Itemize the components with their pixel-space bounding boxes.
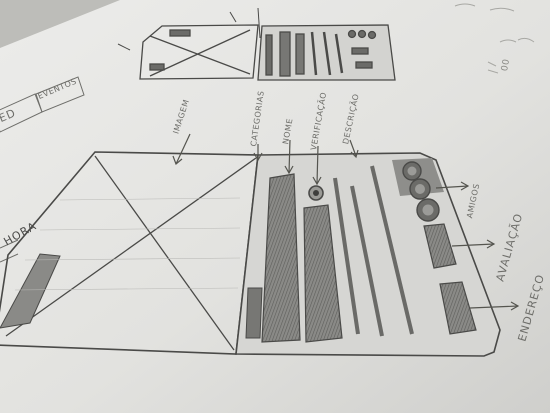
detail-category-bar [246,288,262,338]
top-sketch-right-text: 00 [500,58,512,72]
